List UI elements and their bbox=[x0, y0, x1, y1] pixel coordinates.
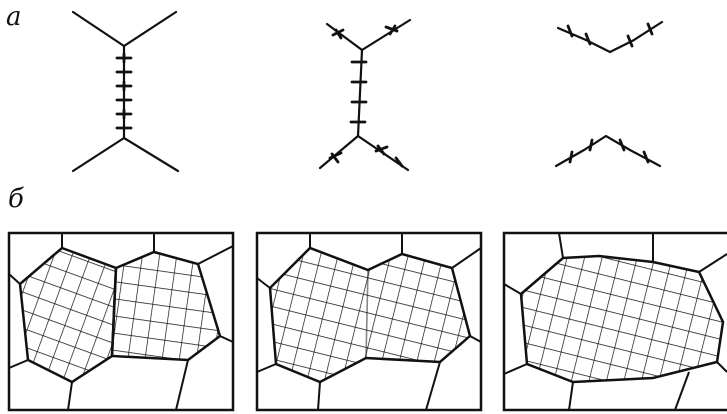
grain-single bbox=[521, 256, 723, 382]
schematic-2-dislocations-moving-out bbox=[320, 20, 410, 170]
grain-panel-1-two-grains bbox=[8, 232, 234, 412]
schematic-3-boundary-eliminated bbox=[556, 22, 662, 166]
grain-panel-3-coalesced-grain bbox=[503, 232, 727, 412]
schematic-1-boundary-with-dislocation-wall bbox=[73, 12, 178, 171]
grain-panel-2-rotating-grains bbox=[256, 232, 482, 412]
boundary-schematics bbox=[0, 0, 727, 200]
